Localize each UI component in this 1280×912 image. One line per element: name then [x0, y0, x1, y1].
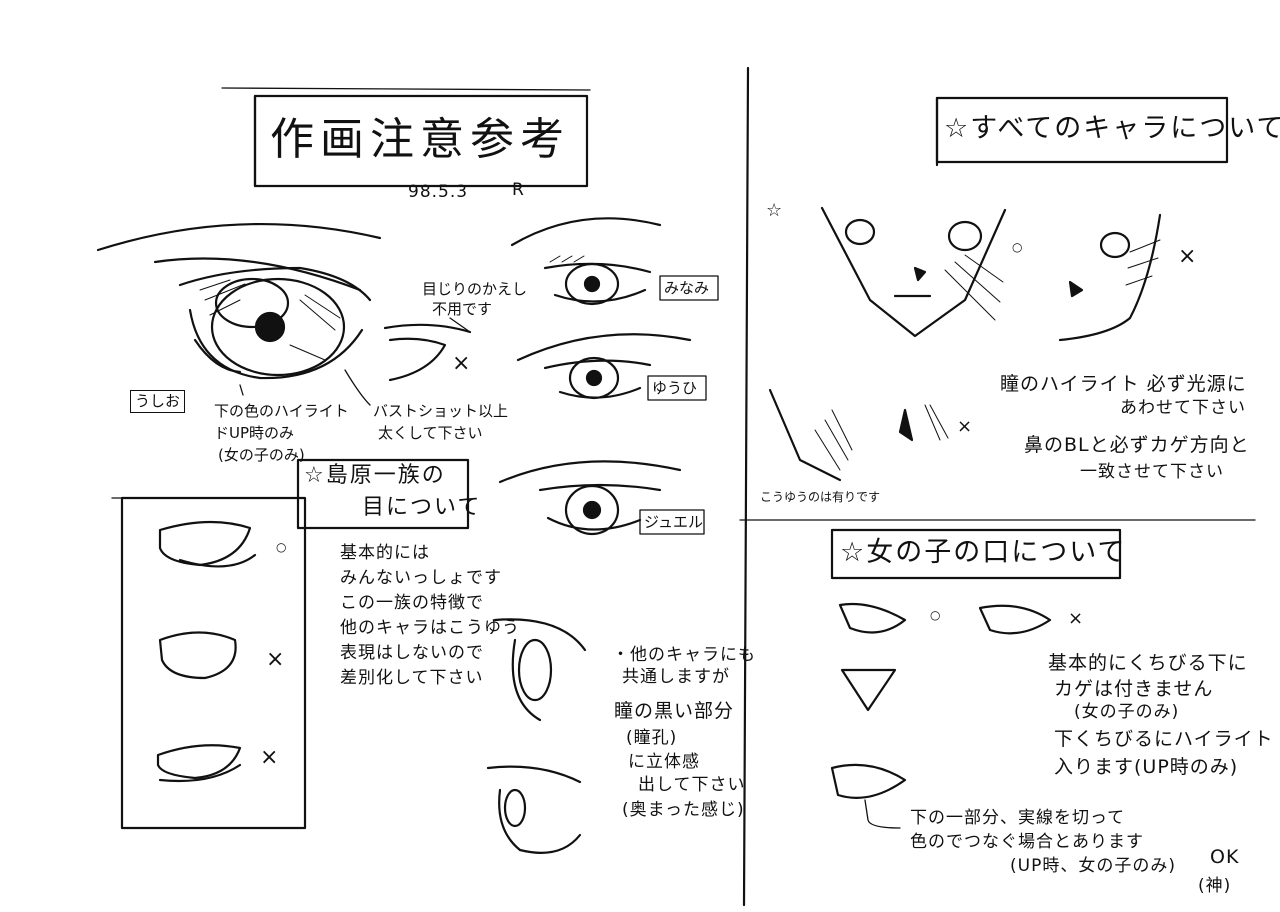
shimabara-heading-box: [296, 458, 470, 530]
ok-mark-face: ○: [1012, 240, 1023, 254]
girls-mouth-note2-1: 下くちびるにハイライト: [1054, 728, 1274, 750]
star-mark: ☆: [766, 200, 783, 221]
author-mark: R: [512, 180, 525, 200]
ok-mark-mouth: ○: [930, 608, 941, 622]
chin-profile-drawing: [768, 388, 949, 482]
shimabara-eye-samples: [156, 520, 257, 783]
girls-mouth-heading: ☆女の子の口について: [840, 537, 1127, 568]
pupil-note-7: (奥まった感じ): [622, 800, 745, 820]
pupil-note-5: に立体感: [628, 752, 700, 772]
pupil-note-6: 出して下さい: [638, 775, 746, 795]
ng-mark-mouth: ×: [1068, 608, 1084, 629]
girls-mouth-note3-1: 下の一部分、実線を切って: [910, 808, 1126, 828]
pupil-note-3: 瞳の黒い部分: [614, 700, 735, 722]
note-eyelid-1: 目じりのかえし: [422, 280, 528, 298]
label-minami: みなみ: [664, 279, 710, 297]
signoff-name: (神): [1198, 876, 1232, 896]
face-three-quarter-drawing: [1058, 213, 1162, 342]
pupil-note-4: (瞳孔): [626, 728, 678, 748]
mouth-samples: [830, 602, 1052, 829]
eyelid-sample-drawing: [383, 323, 472, 382]
girls-mouth-note2-2: 入ります(UP時のみ): [1054, 756, 1239, 778]
center-divider: [742, 66, 750, 907]
note-highlight-3: (女の子のみ): [218, 446, 305, 464]
note-bust-1: バストショット以上: [373, 402, 509, 420]
page-date: 98.5.3: [408, 182, 469, 202]
pupil-note-2: 共通しますが: [622, 667, 730, 687]
shimabara-heading-1: ☆島原一族の: [304, 463, 446, 488]
shimabara-body-4: 他のキャラはこうゆう: [340, 618, 520, 638]
shimabara-body-5: 表現はしないので: [340, 643, 484, 663]
shimabara-body-2: みんないっしょです: [340, 568, 502, 588]
girls-mouth-note1-2: カゲは付きません: [1054, 678, 1214, 700]
all-chars-note1-2: あわせて下さい: [1120, 398, 1246, 418]
girls-mouth-note1-1: 基本的にくちびる下に: [1048, 652, 1248, 674]
profile-eye-samples: [486, 618, 587, 854]
all-chars-note2-2: 一致させて下さい: [1080, 462, 1224, 482]
signoff-ok: OK: [1210, 846, 1240, 868]
minami-eye-drawing: [510, 217, 719, 306]
girls-mouth-heading-box: [830, 528, 1122, 580]
shimabara-body-3: この一族の特徴で: [340, 593, 484, 613]
face-front-drawing: [820, 206, 1007, 338]
pupil-note-1: ・他のキャラにも: [612, 645, 756, 665]
all-chars-heading: ☆すべてのキャラについて: [944, 113, 1280, 144]
ng-mark-eyelid: ×: [452, 351, 471, 376]
all-chars-side-note: こうゆうのは有りです: [760, 490, 881, 504]
jewel-eye-drawing: [498, 460, 705, 536]
ng-mark-face: ×: [1178, 244, 1197, 269]
ng-mark-shimabara-3: ×: [260, 745, 279, 770]
all-chars-note2-1: 鼻のBLと必ずカゲ方向と: [1024, 434, 1250, 456]
label-yuuhi: ゆうひ: [652, 379, 698, 397]
shimabara-body-1: 基本的には: [340, 543, 430, 563]
label-jewel: ジュエル: [644, 513, 703, 531]
big-eye-drawing: [96, 222, 382, 380]
label-ushio: うしお: [130, 390, 186, 413]
all-chars-note1-1: 瞳のハイライト 必ず光源に: [1000, 373, 1247, 395]
girls-mouth-note3-3: (UP時、女の子のみ): [1010, 856, 1176, 876]
note-eyelid-2: 不用です: [432, 300, 493, 318]
note-highlight-2: ドUP時のみ: [214, 424, 295, 442]
yuuhi-eye-drawing: [516, 333, 707, 401]
ng-mark-shimabara-2: ×: [266, 647, 285, 672]
ng-mark-nose: ×: [957, 416, 973, 437]
girls-mouth-note1-3: (女の子のみ): [1074, 702, 1180, 722]
ok-mark-shimabara-1: ○: [276, 540, 287, 554]
girls-mouth-note3-2: 色のでつなぐ場合とあります: [910, 832, 1144, 852]
note-highlight-1: 下の色のハイライト: [214, 402, 349, 420]
note-bust-2: 太くして下さい: [378, 424, 483, 442]
page-title: 作画注意参考: [270, 114, 570, 165]
shimabara-heading-2: 目について: [362, 495, 482, 520]
shimabara-body-6: 差別化して下さい: [340, 668, 484, 688]
